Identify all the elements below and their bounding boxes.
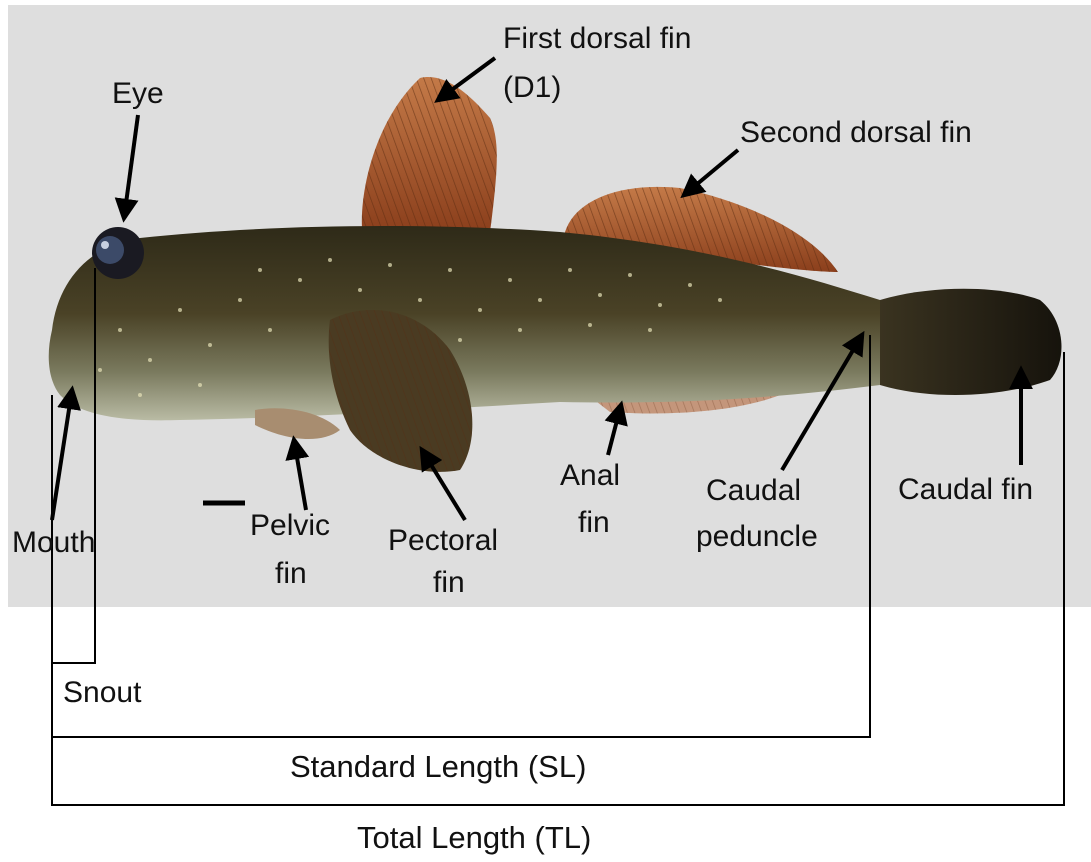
caudal-fin-shape [880,289,1061,395]
label-pelvic-fin-line1: Pelvic [250,509,330,542]
label-second-dorsal-fin: Second dorsal fin [740,116,972,149]
label-first-dorsal-fin-line1: First dorsal fin [503,22,691,55]
label-snout: Snout [63,676,142,709]
label-anal-fin-line2: fin [578,506,610,539]
eye-shape [92,227,144,279]
label-anal-fin-line1: Anal [560,459,620,492]
label-mouth: Mouth [12,526,95,559]
label-standard-length: Standard Length (SL) [290,749,586,784]
label-caudal-peduncle-line1: Caudal [706,474,801,507]
label-eye: Eye [112,77,164,110]
label-caudal-peduncle-line2: peduncle [696,520,818,553]
label-pectoral-fin-line1: Pectoral [388,524,498,557]
label-first-dorsal-fin-line2: (D1) [503,71,561,104]
label-total-length: Total Length (TL) [357,820,591,855]
label-pectoral-fin-line2: fin [433,566,465,599]
label-caudal-fin: Caudal fin [898,473,1033,506]
label-pelvic-fin-line2: fin [275,557,307,590]
